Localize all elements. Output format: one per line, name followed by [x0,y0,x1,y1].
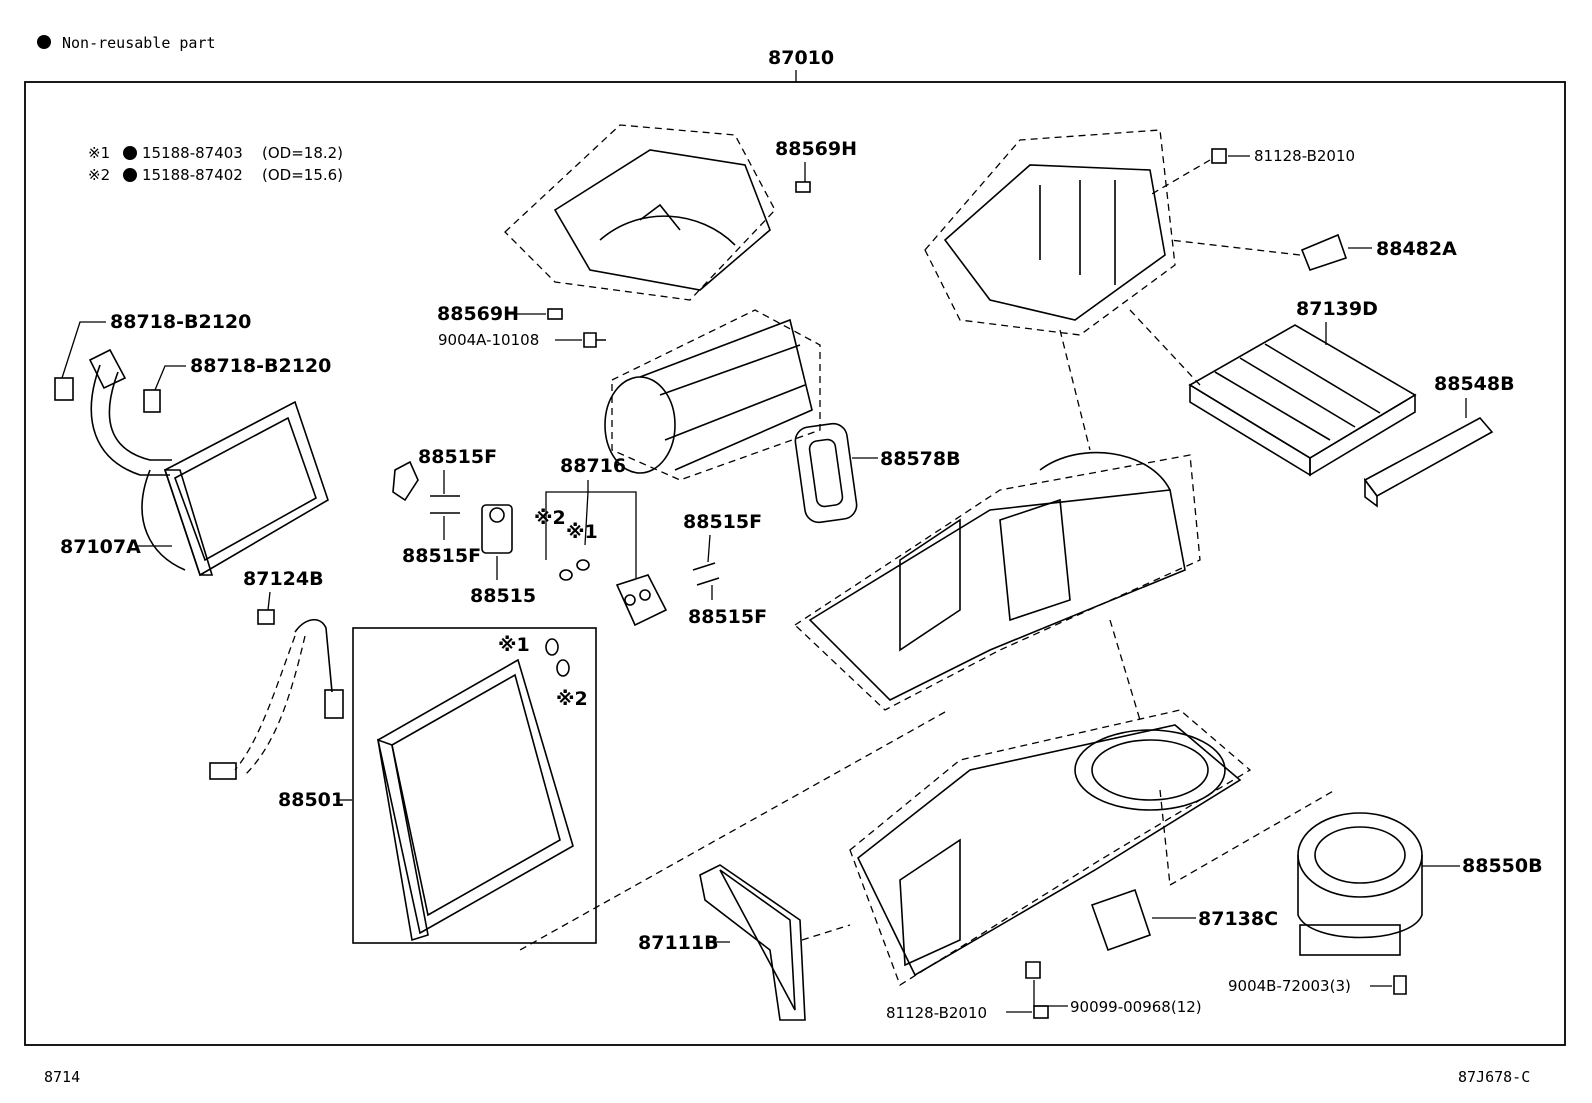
label-88718-b: 88718-B2120 [190,355,331,377]
label-88548B: 88548B [1434,373,1515,395]
filter-cover-drawing [1363,416,1494,508]
seal-note-2: ※2 15188-87402 (OD=15.6) [88,166,343,184]
mark-2-a: ※2 [534,507,566,529]
blower-motor-88550B [1297,812,1423,956]
seal-note-1: ※1 15188-87403 (OD=18.2) [88,144,343,162]
sensor-clip [257,609,275,625]
drawing-code: 87J678-C [1458,1068,1530,1086]
blower-impeller-drawing [604,309,821,481]
label-88550B: 88550B [1462,855,1543,877]
mark-1-b: ※1 [498,634,530,656]
label-88515F-1: 88515F [418,446,497,468]
main-case-drawing [793,451,1201,711]
svg-text:※1: ※1 [88,144,110,162]
upper-case-drawing [504,124,776,301]
label-88482A: 88482A [1376,238,1457,260]
pipe-block [615,574,668,627]
pipe-clamp-a [54,377,74,401]
mark-1-a: ※1 [566,521,598,543]
label-88718-a: 88718-B2120 [110,311,251,333]
evaporator-inset-box [352,627,597,944]
label-87107A: 87107A [60,536,141,558]
svg-text:(OD=18.2): (OD=18.2) [262,144,343,162]
resistor-87138C [1090,888,1152,952]
air-filter-drawing [1188,324,1417,477]
duct-87111B [699,864,806,1021]
expansion-valve-body [481,504,513,554]
label-88578B: 88578B [880,448,961,470]
label-87139D: 87139D [1296,298,1378,320]
page-number: 8714 [44,1068,80,1086]
svg-text:15188-87402: 15188-87402 [142,166,243,184]
legend-text: Non-reusable part [62,34,216,52]
resistor-88482A [1300,233,1348,271]
svg-text:15188-87403: 15188-87403 [142,144,243,162]
label-81128-top: 81128-B2010 [1254,147,1355,165]
label-88569H-mid: 88569H [437,303,519,325]
label-9004B: 9004B-72003(3) [1228,977,1351,995]
label-9004A: 9004A-10108 [438,331,539,349]
expansion-valve-bolts [430,495,460,514]
label-87111B: 87111B [638,932,719,954]
assembly-label: 87010 [768,47,834,69]
label-88515: 88515 [470,585,536,607]
clip-81128-bottom [1033,1005,1049,1019]
svg-text:(OD=15.6): (OD=15.6) [262,166,343,184]
label-90099: 90099-00968(12) [1070,998,1202,1016]
label-88501: 88501 [278,789,344,811]
label-88716: 88716 [560,455,626,477]
assembly-frame [24,81,1566,1046]
clip-81128-top [1211,148,1227,164]
expansion-valve-bracket [392,460,419,502]
label-87124B: 87124B [243,568,324,590]
gasket-88578B [794,422,858,524]
label-88515F-3: 88515F [683,511,762,533]
heater-core-drawing [88,348,329,577]
screw-90099 [1025,961,1041,979]
upper-right-case-drawing [924,129,1176,336]
svg-text:※2: ※2 [88,166,110,184]
mark-2-b: ※2 [556,688,588,710]
label-87138C: 87138C [1198,908,1278,930]
sensor-wire [209,619,344,780]
label-88569H-top: 88569H [775,138,857,160]
pipe-clamp-b [143,389,161,413]
lower-case-drawing [849,709,1252,986]
label-88515F-4: 88515F [688,606,767,628]
label-81128-bottom: 81128-B2010 [886,1004,987,1022]
non-reusable-bullet-icon [37,35,51,49]
label-88515F-2: 88515F [402,545,481,567]
evaporator-drawing [376,638,574,942]
